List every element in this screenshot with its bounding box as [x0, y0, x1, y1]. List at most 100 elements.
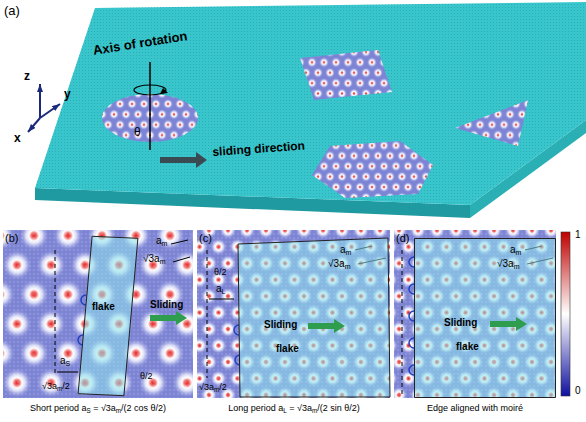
text-run: /2 — [62, 381, 70, 391]
text-run: 1 — [575, 229, 581, 240]
text-run: √3a — [143, 253, 160, 264]
angle-label: θ/2 — [140, 372, 153, 381]
text-run: L — [222, 288, 226, 295]
flake-region: Sliding flake — [414, 238, 556, 398]
triangle-flake — [455, 100, 528, 146]
text-run: m — [516, 249, 522, 256]
text-run: √3a — [42, 381, 57, 391]
edge-marker — [409, 365, 414, 375]
text-run: m — [514, 263, 520, 270]
text-run: √3a — [199, 382, 214, 392]
period-bracket-c — [209, 299, 234, 300]
text-run: a — [216, 283, 222, 294]
panel-caption: Short period aS = √3am/(2 cos θ/2) — [30, 404, 166, 413]
sliding-arrow — [490, 317, 527, 331]
edge-marker — [81, 295, 86, 305]
atom-dots-b — [3, 230, 193, 398]
text-run: √3a — [497, 258, 514, 269]
text-run: /2 — [219, 382, 227, 392]
dashed-line-d — [402, 250, 403, 396]
flake-shape — [415, 239, 556, 398]
moire-panel-d — [394, 230, 556, 398]
text-run: /(2 sin θ/2) — [317, 403, 360, 413]
edge-marker — [409, 284, 414, 294]
period-label: aL — [216, 284, 225, 294]
substrate-slab — [35, 2, 586, 218]
panel-label: (b) — [5, 233, 18, 244]
text-run: Edge aligned with moiré — [427, 403, 523, 413]
scale-label: am — [340, 245, 351, 255]
sliding-arrow — [160, 152, 207, 168]
dimension-label: √3am/2 — [199, 383, 227, 392]
slab-top-texture — [35, 2, 586, 205]
text-run: a — [510, 244, 516, 255]
text-run: Short period a — [30, 403, 87, 413]
text-run: = √3a — [91, 403, 116, 413]
text-run: (c) — [199, 232, 212, 244]
text-run: a — [60, 355, 66, 366]
edge-marker — [234, 325, 239, 335]
text-run: 0 — [575, 385, 581, 396]
flake-label: flake — [456, 342, 479, 352]
text-run: θ/2 — [140, 371, 153, 381]
scale-label: √3am — [143, 254, 165, 264]
text-run: m — [346, 249, 352, 256]
y-axis — [40, 104, 60, 118]
text-run: Sliding — [264, 319, 297, 330]
scale-label: am — [156, 236, 167, 246]
flake-shape — [238, 238, 390, 397]
text-run: S — [66, 360, 71, 367]
flake-outline — [236, 236, 390, 398]
text-run: x — [14, 131, 21, 145]
flake-label: flake — [92, 302, 115, 312]
dashed-line-b — [55, 250, 56, 376]
text-run: θ/2 — [214, 267, 227, 277]
text-run: a — [340, 244, 346, 255]
axis-label: z — [24, 70, 30, 82]
text-run: /(2 cos θ/2) — [121, 403, 166, 413]
text-run: Sliding — [444, 317, 477, 328]
x-axis — [28, 118, 40, 132]
axis-line — [149, 62, 151, 150]
flake-shape — [78, 236, 138, 395]
text-run: flake — [456, 341, 479, 352]
text-run: flake — [92, 301, 115, 312]
text-run: m — [57, 385, 62, 392]
coordinate-axes — [28, 84, 60, 132]
text-run: m — [162, 240, 168, 247]
text-run: (b) — [5, 232, 18, 244]
rotation-axis — [134, 62, 168, 150]
square-flake — [300, 50, 392, 100]
edge-marker — [409, 338, 414, 348]
text-run: L — [283, 407, 287, 414]
colorbar — [561, 232, 570, 396]
text-run: m — [214, 386, 219, 393]
sliding-label: Sliding — [444, 318, 477, 328]
angle-label: θ — [134, 126, 141, 138]
panel-caption: Long period aL = √3am/(2 sin θ/2) — [228, 404, 360, 413]
text-run: = √3a — [287, 403, 312, 413]
text-run: m — [116, 407, 121, 414]
text-run: a — [156, 235, 162, 246]
flake-label: flake — [276, 344, 299, 354]
dashed-line-c — [207, 250, 208, 378]
scale-label: am — [510, 245, 521, 255]
sliding-label: Sliding — [150, 300, 183, 310]
slab-top-face — [35, 2, 586, 205]
text-run: m — [160, 258, 166, 265]
text-run: z — [24, 69, 30, 83]
text-run: y — [64, 87, 71, 101]
flake-region: flake — [72, 232, 147, 400]
text-run: m — [312, 407, 317, 414]
text-run: m — [345, 263, 351, 270]
flake-outline — [72, 232, 147, 400]
edge-marker — [409, 257, 414, 267]
scale-label: √3am — [328, 259, 350, 269]
atom-dots-c — [197, 230, 390, 398]
dimension-label: √3am/2 — [42, 382, 70, 391]
text-run: θ — [134, 125, 141, 139]
panel-label: (a) — [4, 4, 20, 17]
scale-label: √3am — [497, 259, 519, 269]
text-run: (d) — [396, 232, 409, 244]
